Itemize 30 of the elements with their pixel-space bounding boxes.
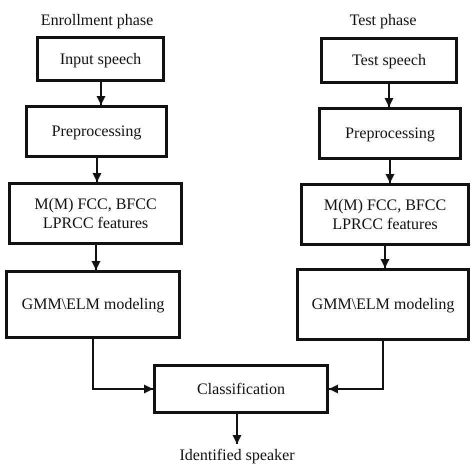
process-box [318, 107, 462, 160]
output-label: Identified speaker [179, 446, 295, 464]
box-label: M(M) FCC, BFCC LPRCC features [33, 194, 158, 232]
phase-heading: Test phase [350, 12, 416, 30]
arrow [329, 341, 384, 394]
process-box [8, 182, 183, 245]
box-label: Preprocessing [52, 122, 142, 141]
box-label: GMM\ELM modeling [22, 295, 164, 314]
input-box [36, 36, 165, 82]
box-label: GMM\ELM modeling [312, 295, 454, 314]
process-box [25, 105, 168, 158]
box-label: Test speech [352, 51, 426, 70]
process-box [5, 270, 181, 339]
arrow [380, 246, 390, 268]
arrow [384, 84, 394, 107]
arrow [92, 339, 153, 394]
process-box [153, 364, 329, 414]
box-label: M(M) FCC, BFCC LPRCC features [322, 196, 448, 234]
arrow [386, 160, 394, 183]
arrow [92, 245, 100, 270]
input-box [320, 37, 458, 84]
box-label: Classification [197, 380, 285, 398]
arrow [232, 414, 242, 444]
arrow [96, 82, 106, 105]
process-box [296, 268, 470, 341]
arrow [92, 158, 102, 182]
box-label: Preprocessing [345, 124, 435, 143]
phase-heading: Enrollment phase [40, 12, 154, 30]
process-box [300, 183, 470, 246]
box-label: Input speech [60, 50, 142, 68]
